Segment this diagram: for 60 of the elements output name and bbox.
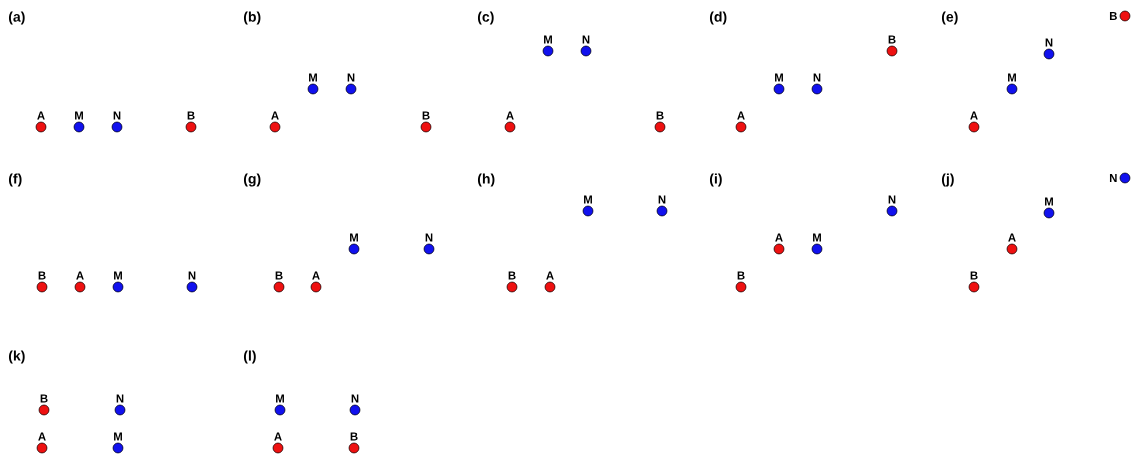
node-label: N bbox=[813, 73, 821, 82]
panel-label: (j) bbox=[941, 173, 954, 187]
panel-label: (c) bbox=[477, 11, 494, 25]
node-label: B bbox=[275, 271, 283, 280]
node-label: N bbox=[113, 111, 121, 120]
node-label: A bbox=[312, 271, 320, 280]
panel-label: (a) bbox=[8, 11, 25, 25]
node-label: N bbox=[1045, 38, 1053, 47]
node-label: A bbox=[271, 111, 279, 120]
node-label: A bbox=[38, 432, 46, 441]
node-label: B bbox=[970, 271, 978, 280]
panel-label: (k) bbox=[8, 350, 25, 364]
node-label: N bbox=[347, 73, 355, 82]
node-label: N bbox=[425, 233, 433, 242]
panel-label: (b) bbox=[243, 11, 261, 25]
node-label: N bbox=[582, 35, 590, 44]
panel-label: (e) bbox=[941, 11, 958, 25]
node-label: B bbox=[656, 111, 664, 120]
panel-label: (h) bbox=[477, 173, 495, 187]
node-label: N bbox=[188, 271, 196, 280]
panel-label: (l) bbox=[243, 350, 256, 364]
node-label: B bbox=[422, 111, 430, 120]
node-label: A bbox=[37, 111, 45, 120]
node-label: N bbox=[351, 394, 359, 403]
panel-label: (i) bbox=[709, 173, 722, 187]
node-label: M bbox=[584, 195, 592, 204]
node-label: M bbox=[350, 233, 358, 242]
panel-label: (d) bbox=[709, 11, 727, 25]
node-label: M bbox=[775, 73, 783, 82]
node-label: M bbox=[114, 432, 122, 441]
node-label: B bbox=[888, 35, 896, 44]
node-label: A bbox=[274, 432, 282, 441]
node-label: N bbox=[888, 195, 896, 204]
node-label: M bbox=[114, 271, 122, 280]
node-label: B bbox=[40, 394, 48, 403]
node-label: M bbox=[309, 73, 317, 82]
node-label: A bbox=[775, 233, 783, 242]
node-label: M bbox=[1008, 73, 1016, 82]
node-label: A bbox=[76, 271, 84, 280]
node-label: N bbox=[658, 195, 666, 204]
node-label: M bbox=[75, 111, 83, 120]
node-label: M bbox=[544, 35, 552, 44]
node-label: A bbox=[506, 111, 514, 120]
panel-label: (f) bbox=[8, 173, 22, 187]
node-label: A bbox=[737, 111, 745, 120]
node-label: B bbox=[508, 271, 516, 280]
node-label: B bbox=[350, 432, 358, 441]
node-label: A bbox=[546, 271, 554, 280]
node-label: B bbox=[1109, 12, 1117, 20]
node-label: B bbox=[187, 111, 195, 120]
node-label: N bbox=[116, 394, 124, 403]
panel-label: (g) bbox=[243, 173, 261, 187]
node-label: M bbox=[813, 233, 821, 242]
node-label: M bbox=[1045, 197, 1053, 206]
node-label: B bbox=[38, 271, 46, 280]
node-label: A bbox=[1008, 233, 1016, 242]
node-label: N bbox=[1109, 174, 1117, 182]
node-label: M bbox=[276, 394, 284, 403]
node-label: B bbox=[737, 271, 745, 280]
node-label: A bbox=[970, 111, 978, 120]
